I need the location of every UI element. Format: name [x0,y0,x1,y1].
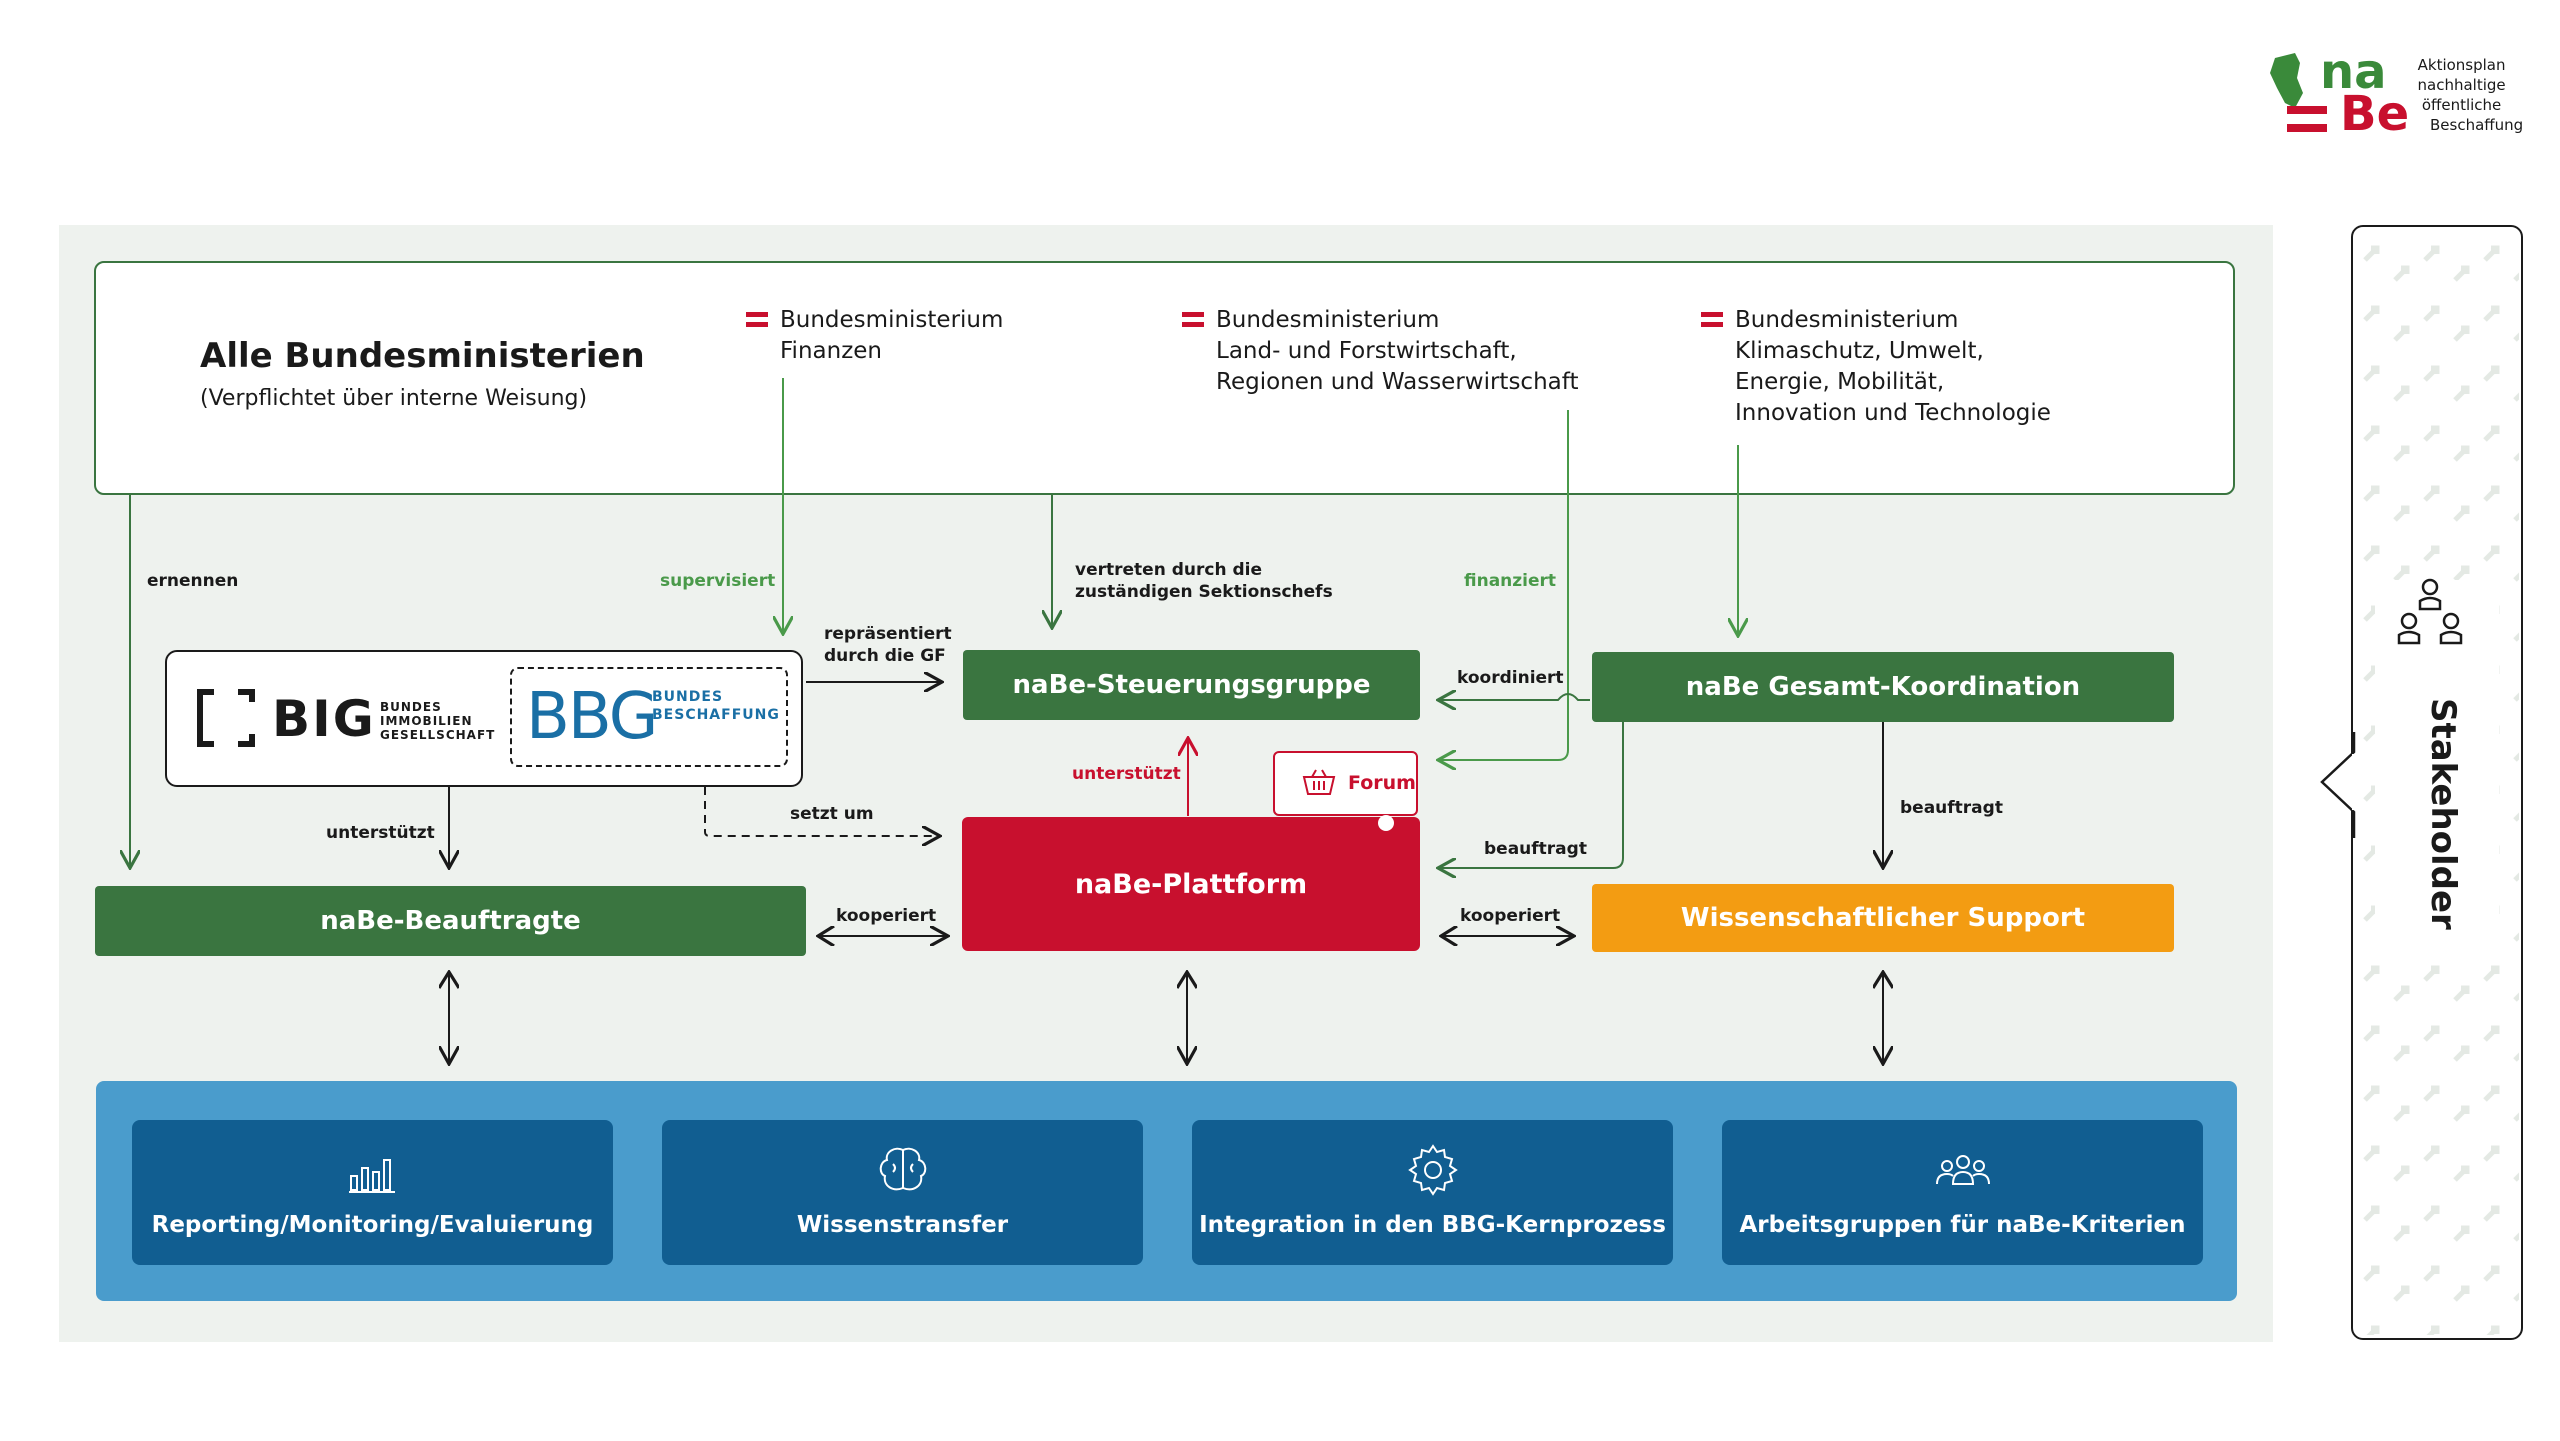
forum-dot [1378,815,1394,831]
austria-flag-icon [1701,312,1723,327]
card-arbeitsgruppen: Arbeitsgruppen für naBe-Kriterien [1722,1120,2203,1265]
edge-label-unterstuetzt: unterstützt [326,823,435,843]
ministry-klimaschutz: Bundesministerium Klimaschutz, Umwelt, E… [1701,305,2051,429]
edge-label-setzt-um: setzt um [790,804,874,824]
big-sub-line: GESELLSCHAFT [380,728,496,742]
node-gesamt-koordination: naBe Gesamt-Koordination [1592,652,2174,722]
big-logo [196,688,256,748]
ministries-box [94,261,2235,495]
ministry-line: Klimaschutz, Umwelt, [1735,338,1984,364]
edge-label-kooperiert-right: kooperiert [1460,906,1561,926]
ministry-line: Energie, Mobilität, [1735,369,1945,395]
ministry-line: Regionen und Wasserwirtschaft [1216,369,1579,395]
bbg-sub-line: BUNDES [652,689,724,705]
edge-label-line: vertreten durch die [1075,560,1262,580]
forum-label: Forum [1348,772,1416,794]
stakeholder-label: Stakeholder [2423,698,2463,930]
big-subtext: BUNDES IMMOBILIEN GESELLSCHAFT [380,700,495,742]
logo-line: Beschaffung [2430,116,2524,134]
logo-line: öffentliche [2421,96,2502,114]
stakeholder-pointer [2320,732,2356,838]
ministry-finanzen: Bundesministerium Finanzen [746,305,1004,367]
edge-label-beauftragt-right: beauftragt [1900,798,2003,818]
austria-flag-icon [1182,312,1204,327]
big-bbg-box [165,650,803,787]
edge-label-vertreten: vertreten durch die zuständigen Sektions… [1075,559,1333,603]
ministry-head: Bundesministerium [1735,307,1959,333]
ministry-head: Bundesministerium [780,307,1004,333]
people-icon [2397,578,2463,645]
edge-label-line: repräsentiert [824,624,952,644]
basket-icon [1302,767,1336,797]
ministry-head: Bundesministerium [1216,307,1440,333]
edge-label-unterstuetzt-red: unterstützt [1072,764,1181,784]
bbg-dashed-box [510,667,788,767]
stakeholder-pattern [2355,230,2519,1335]
bar-chart-icon [348,1159,395,1193]
node-plattform: naBe-Plattform [962,817,1420,951]
card-label: Arbeitsgruppen für naBe-Kriterien [1739,1212,2186,1238]
bbg-sub-line: BESCHAFFUNG [652,707,780,723]
ministry-line: Innovation und Technologie [1735,400,2051,426]
edge-label-ernennen: ernennen [147,571,239,591]
edge-label-repraesentiert: repräsentiert durch die GF [824,623,952,667]
node-beauftragte: naBe-Beauftragte [95,886,806,956]
logo-wordmark-bottom: Be [2340,86,2410,142]
people-group-icon [1935,1155,1990,1185]
forum-box [1273,751,1418,816]
austria-flag-icon [746,312,768,327]
ministries-title: Alle Bundesministerien [200,336,645,376]
logo-text: Aktionsplan nachhaltige öffentliche Besc… [2400,55,2524,135]
gear-icon [1407,1144,1458,1196]
card-label: Reporting/Monitoring/Evaluierung [151,1212,594,1238]
edge-label-beauftragt-left: beauftragt [1484,839,1587,859]
brain-icon [879,1147,926,1191]
bbg-wordmark: BBG [526,680,658,754]
logo-line: Aktionsplan [2417,56,2506,74]
ministry-landwirtschaft: Bundesministerium Land- und Forstwirtsch… [1182,305,1579,398]
edge-label-line: durch die GF [824,646,946,666]
big-sub-line: BUNDES [380,700,442,714]
card-reporting: Reporting/Monitoring/Evaluierung [132,1120,613,1265]
node-wissenschaftlicher-support: Wissenschaftlicher Support [1592,884,2174,952]
ministry-line: Finanzen [780,338,882,364]
ministry-line: Land- und Forstwirtschaft, [1216,338,1517,364]
edge-label-finanziert: finanziert [1464,571,1557,591]
nabe-logo [2265,48,2405,138]
edge-label-supervisiert: supervisiert [660,571,776,591]
edge-label-line: zuständigen Sektionschefs [1075,582,1333,602]
edge-label-kooperiert-left: kooperiert [836,906,937,926]
nabe-logo-mark [2270,53,2327,132]
card-wissenstransfer: Wissenstransfer [662,1120,1143,1265]
logo-wordmark-top: na [2320,44,2387,100]
logo-line: nachhaltige [2417,76,2506,94]
big-wordmark: BIG [272,690,376,748]
big-bracket-icon [197,689,255,747]
big-sub-line: IMMOBILIEN [380,714,473,728]
bbg-subtext: BUNDES BESCHAFFUNG [652,688,780,724]
card-integration: Integration in den BBG-Kernprozess [1192,1120,1673,1265]
card-label: Integration in den BBG-Kernprozess [1199,1212,1666,1238]
node-steuerungsgruppe: naBe-Steuerungsgruppe [963,650,1420,720]
card-label: Wissenstransfer [796,1212,1009,1238]
edge-label-koordiniert: koordiniert [1457,668,1564,688]
ministries-subtitle: (Verpflichtet über interne Weisung) [200,386,588,411]
